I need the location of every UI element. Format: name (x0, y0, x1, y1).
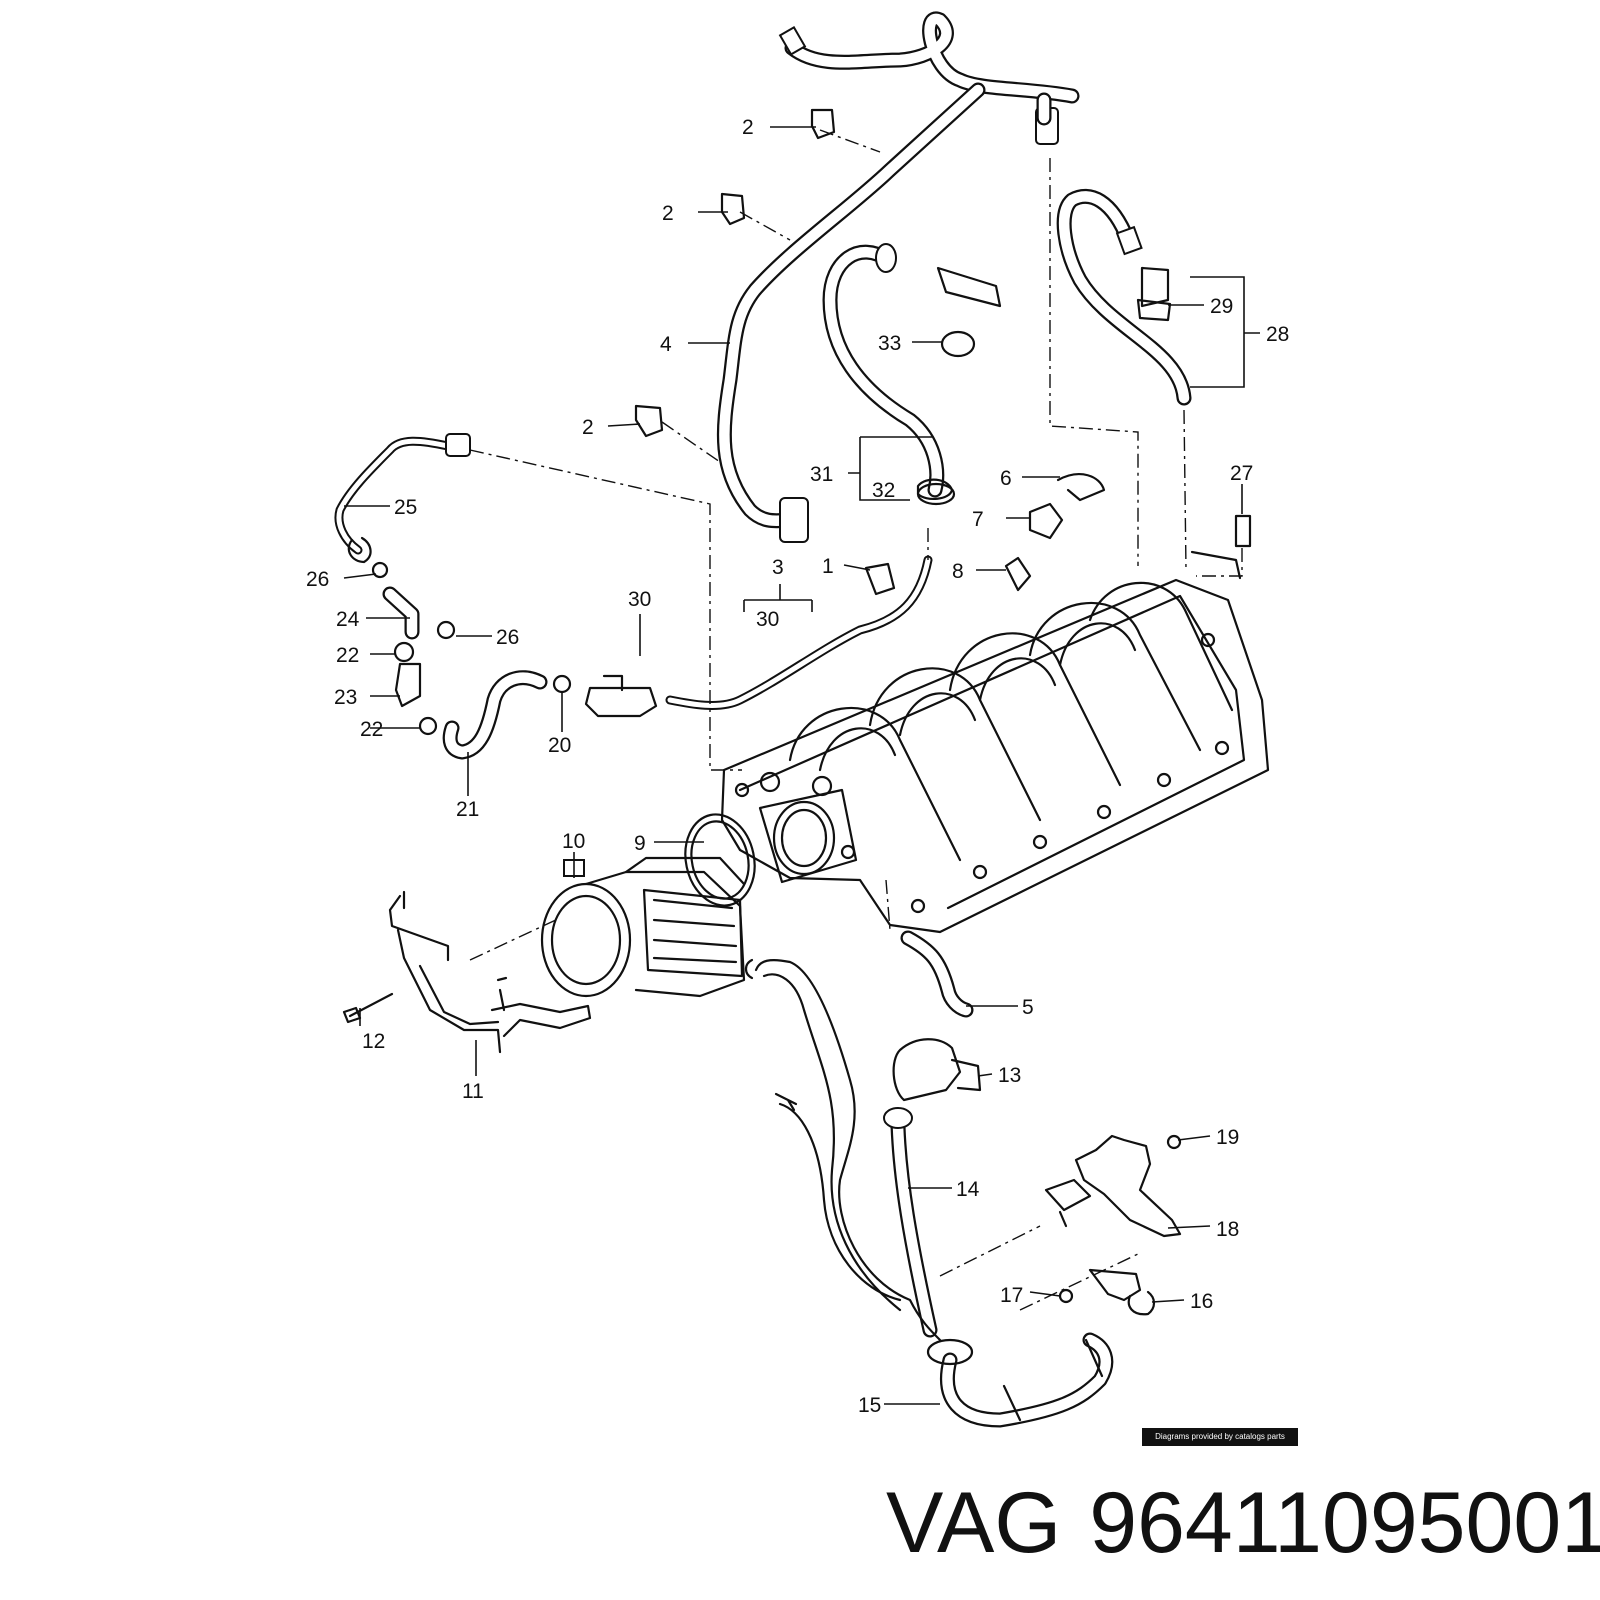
callout-21: 21 (456, 798, 479, 821)
diagram-credit: Diagrams provided by catalogs parts (1142, 1428, 1298, 1446)
callout-2-top: 2 (742, 116, 754, 139)
callout-20: 20 (548, 734, 571, 757)
callouts: 2 2 2 4 33 29 28 31 32 6 7 27 25 26 1 8 … (306, 116, 1289, 1417)
callout-33: 33 (878, 332, 901, 355)
bracket-16 (1058, 1268, 1156, 1316)
callout-9: 9 (634, 832, 646, 855)
callout-11: 11 (462, 1080, 484, 1103)
hose-4 (716, 11, 1080, 543)
callout-3: 3 (772, 556, 784, 579)
intake-manifold (720, 578, 1270, 934)
throttle-body (540, 856, 746, 998)
callout-26-left: 26 (306, 568, 329, 591)
hose-14 (883, 930, 1114, 1428)
callout-25: 25 (394, 496, 417, 519)
callout-22-upper: 22 (336, 644, 359, 667)
reference-lines (469, 129, 1243, 1311)
callout-15: 15 (858, 1394, 881, 1417)
small-parts (634, 108, 1252, 596)
hose-25 (334, 433, 471, 564)
callout-18: 18 (1216, 1218, 1239, 1241)
callout-23: 23 (334, 686, 357, 709)
callout-22-lower: 22 (360, 718, 383, 741)
part-footer: VAG 96411095001 (858, 1468, 1600, 1578)
callout-17: 17 (1000, 1284, 1023, 1307)
throttle-gasket (684, 813, 756, 907)
callout-26-right: 26 (496, 626, 519, 649)
brand-label: VAG (886, 1475, 1062, 1571)
part-number: 96411095001 (1089, 1475, 1600, 1571)
callout-32: 32 (872, 479, 895, 502)
callout-19: 19 (1216, 1126, 1239, 1149)
hose-21 (371, 561, 572, 760)
leader-lines (343, 126, 1260, 1405)
wiring-harness (744, 958, 942, 1342)
callout-27: 27 (1230, 462, 1253, 485)
callout-30-right: 30 (628, 588, 651, 611)
callout-29: 29 (1210, 295, 1233, 318)
bracket-18 (1044, 1134, 1182, 1238)
callout-2-mid: 2 (662, 202, 674, 225)
hose-3 (584, 555, 933, 718)
callout-8: 8 (952, 560, 964, 583)
hose-28 (1056, 188, 1192, 406)
callout-31: 31 (810, 463, 833, 486)
callout-30-bracket: 30 (756, 608, 779, 631)
throttle-bracket (342, 890, 592, 1054)
callout-4: 4 (660, 333, 672, 356)
callout-5: 5 (1022, 996, 1034, 1019)
callout-28: 28 (1266, 323, 1289, 346)
callout-14: 14 (956, 1178, 980, 1201)
callout-7: 7 (972, 508, 984, 531)
callout-13: 13 (998, 1064, 1021, 1087)
callout-6: 6 (1000, 467, 1012, 490)
callout-10: 10 (562, 830, 585, 853)
callout-2-lower: 2 (582, 416, 594, 439)
callout-24: 24 (336, 608, 360, 631)
callout-12: 12 (362, 1030, 385, 1053)
hose-31 (822, 243, 954, 500)
callout-16: 16 (1190, 1290, 1213, 1313)
callout-1: 1 (822, 555, 834, 578)
